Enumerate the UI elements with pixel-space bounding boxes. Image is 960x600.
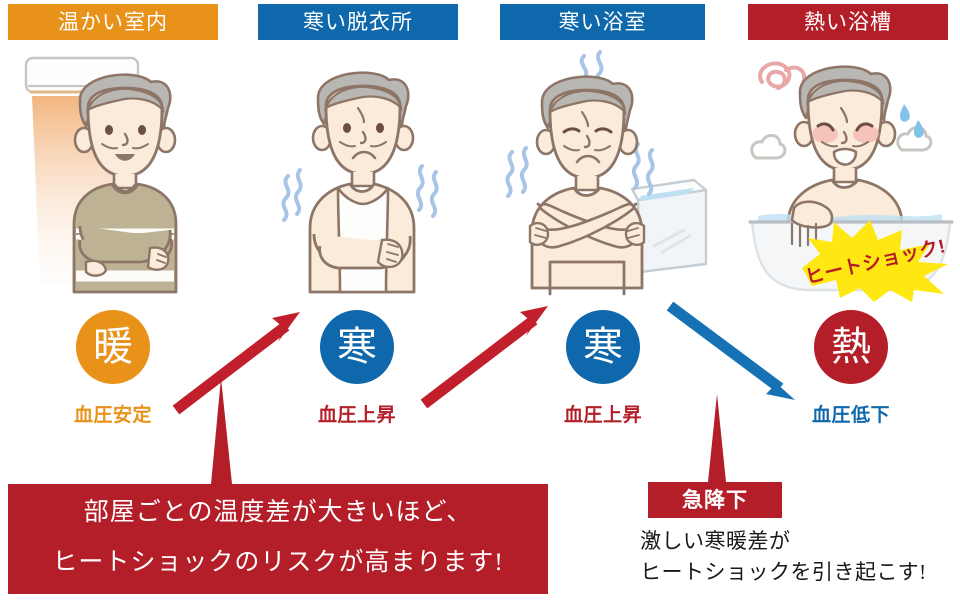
stage-header-cold-bathroom: 寒い浴室 [500,4,705,40]
stage-header-warm-room: 温かい室内 [8,4,218,40]
heat-shock-burst: ヒートショック! [790,218,960,302]
rise-arrow-2 [420,306,548,409]
main-callout-box: 部屋ごとの温度差が大きいほど、 ヒートショックのリスクが高まります! [8,484,548,594]
stage-header-cold-changing-room: 寒い脱衣所 [258,4,458,40]
drop-arrow [666,301,795,400]
blood-pressure-label-rise-2: 血圧上昇 [563,405,642,426]
stage-header-hot-bathtub: 熱い浴槽 [748,4,948,40]
status-circle-hot: 熱 [814,310,888,384]
blood-pressure-label-rise-1: 血圧上昇 [317,405,396,426]
main-callout-line-1: 部屋ごとの温度差が大きいほど、 [83,499,473,526]
main-callout-line-2: ヒートショックのリスクが高まります! [52,549,504,576]
status-circle-warm: 暖 [76,310,150,384]
sudden-drop-note: 激しい寒暖差が ヒートショックを引き起こす! [640,526,960,588]
sudden-drop-badge: 急降下 [648,482,782,518]
illustration-cold-bathroom [488,48,713,296]
illustration-warm-living-room [18,48,233,296]
rise-arrow-1 [172,312,300,415]
illustration-cold-changing-room [262,48,462,296]
sudden-drop-note-line-2: ヒートショックを引き起こす! [640,560,927,584]
blood-pressure-label-drop: 血圧低下 [811,405,890,426]
blood-pressure-label-stable: 血圧安定 [73,405,152,426]
status-circle-cold-1: 寒 [320,310,394,384]
status-circle-cold-2: 寒 [566,310,640,384]
main-callout-pointer [211,378,232,484]
sudden-drop-note-line-1: 激しい寒暖差が [640,529,791,553]
drop-callout-pointer [708,394,726,482]
